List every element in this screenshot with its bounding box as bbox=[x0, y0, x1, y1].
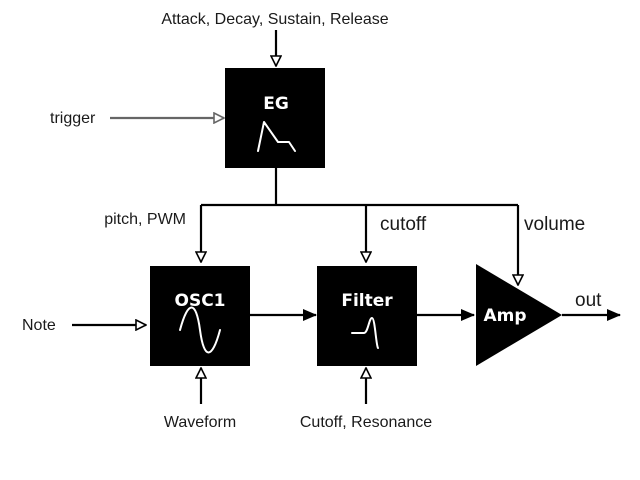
eg-block: EG bbox=[225, 68, 325, 168]
adsr-label: Attack, Decay, Sustain, Release bbox=[161, 11, 388, 28]
volume-label: volume bbox=[524, 214, 585, 235]
waveform-label: Waveform bbox=[164, 414, 236, 431]
adsr-envelope-icon bbox=[257, 121, 296, 152]
filter-block: Filter bbox=[317, 266, 417, 366]
lowpass-resonance-icon bbox=[351, 317, 379, 349]
out-label: out bbox=[575, 290, 602, 311]
osc1-block: OSC1 bbox=[150, 266, 250, 366]
amp-title: Amp bbox=[483, 306, 526, 326]
osc1-title: OSC1 bbox=[175, 291, 226, 311]
sine-wave-icon bbox=[179, 306, 221, 354]
cutoff-label: cutoff bbox=[380, 214, 427, 235]
filter-title: Filter bbox=[341, 291, 393, 311]
amp-block: Amp bbox=[476, 264, 562, 366]
trigger-label: trigger bbox=[50, 110, 96, 127]
eg-title: EG bbox=[263, 94, 289, 114]
cutoff-resonance-label: Cutoff, Resonance bbox=[300, 414, 432, 431]
pitch-pwm-label: pitch, PWM bbox=[104, 211, 186, 228]
note-label: Note bbox=[22, 317, 56, 334]
